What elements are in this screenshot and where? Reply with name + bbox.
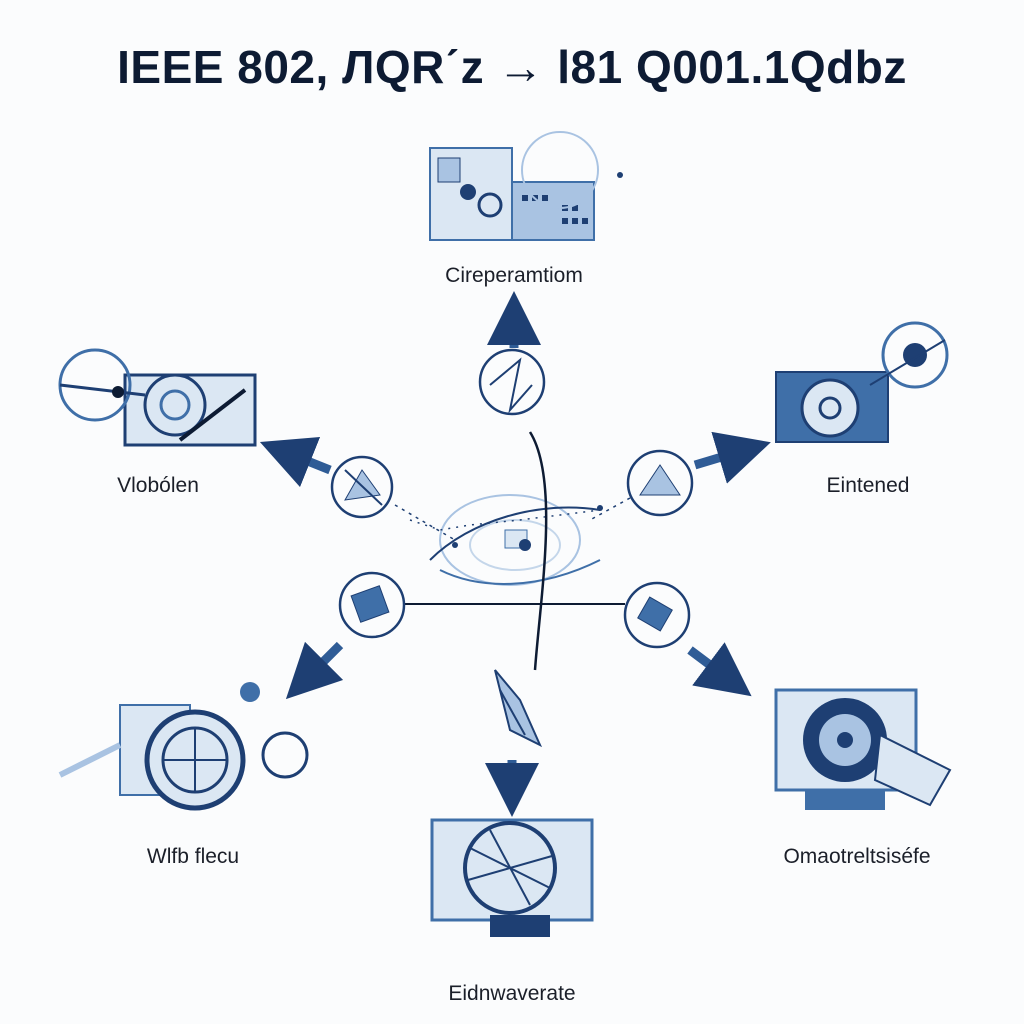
central-hub: [409, 494, 603, 586]
wheel-monitor-icon: [58, 348, 257, 447]
arrow-lower-right: [687, 642, 752, 697]
arrow-right: [693, 431, 771, 484]
hub-node-left: [330, 455, 394, 519]
node-label-left: Vlobólen: [117, 474, 199, 497]
hub-node-lower-left: [338, 571, 406, 639]
arrow-left: [259, 436, 332, 488]
arrow-lower-left: [285, 641, 344, 700]
node-label-top: Cireperamtiom: [445, 264, 583, 287]
node-label-bottom: Eidnwaverate: [448, 982, 576, 1005]
link-left: [394, 504, 456, 541]
control-panel-icon: [429, 131, 623, 241]
hub-node-right: [626, 449, 694, 517]
fan-monitor-icon: [430, 818, 594, 937]
disk-drive-icon: [774, 688, 952, 810]
hub-node-top: [478, 348, 546, 416]
gear-monitor-icon: [775, 321, 949, 443]
fan-device-icon: [58, 682, 309, 811]
page-title: IEEE 802, ЛQRˊz → l81 Q001.1Qdbz: [117, 41, 907, 93]
vertical-link: [528, 431, 548, 671]
node-label-bottom-right: Omaotreltsiséfe: [783, 845, 931, 868]
node-label-right: Eintened: [826, 474, 910, 497]
hub-node-bottom: [494, 669, 543, 748]
node-label-bottom-left: Wlfb flecu: [146, 845, 240, 868]
hub-node-lower-right: [623, 581, 691, 649]
